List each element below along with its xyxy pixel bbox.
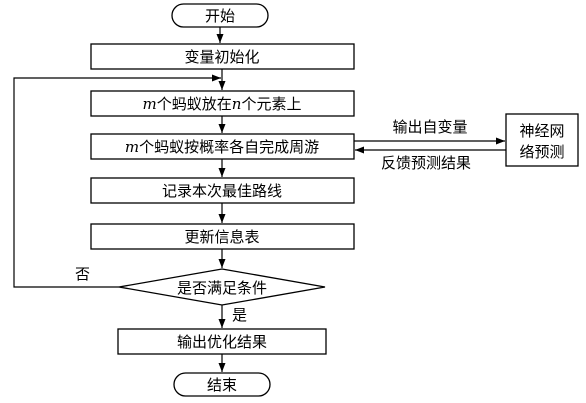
place-ants-label: m个蚂蚁放在n个元素上 (143, 95, 302, 113)
place-ants-node: m个蚂蚁放在n个元素上 (90, 90, 355, 117)
init-label: 变量初始化 (184, 48, 259, 66)
edge-no-loop (13, 74, 221, 288)
end-label: 结束 (207, 376, 237, 394)
tour-node: m个蚂蚁按概率各自完成周游 (90, 133, 355, 160)
start-node: 开始 (171, 3, 269, 28)
nn-label-line1: 神经网 (519, 122, 564, 140)
from-nn-label: 反馈预测结果 (381, 154, 471, 172)
end-node: 结束 (173, 372, 271, 397)
to-nn-label: 输出自变量 (392, 118, 467, 136)
output-node: 输出优化结果 (117, 328, 327, 355)
record-node: 记录本次最佳路线 (90, 177, 355, 204)
no-label: 否 (75, 265, 90, 283)
tour-label: m个蚂蚁按概率各自完成周游 (125, 138, 319, 156)
init-node: 变量初始化 (90, 43, 355, 70)
output-label: 输出优化结果 (177, 333, 267, 351)
yes-label: 是 (232, 306, 247, 324)
update-label: 更新信息表 (184, 228, 259, 246)
record-label: 记录本次最佳路线 (162, 182, 282, 200)
decision-node: 是否满足条件 (118, 268, 326, 306)
neural-network-node: 神经网 络预测 (505, 113, 579, 167)
nn-label-line2: 络预测 (519, 143, 564, 161)
start-label: 开始 (205, 7, 235, 25)
decision-label: 是否满足条件 (177, 279, 267, 297)
update-node: 更新信息表 (90, 223, 355, 250)
